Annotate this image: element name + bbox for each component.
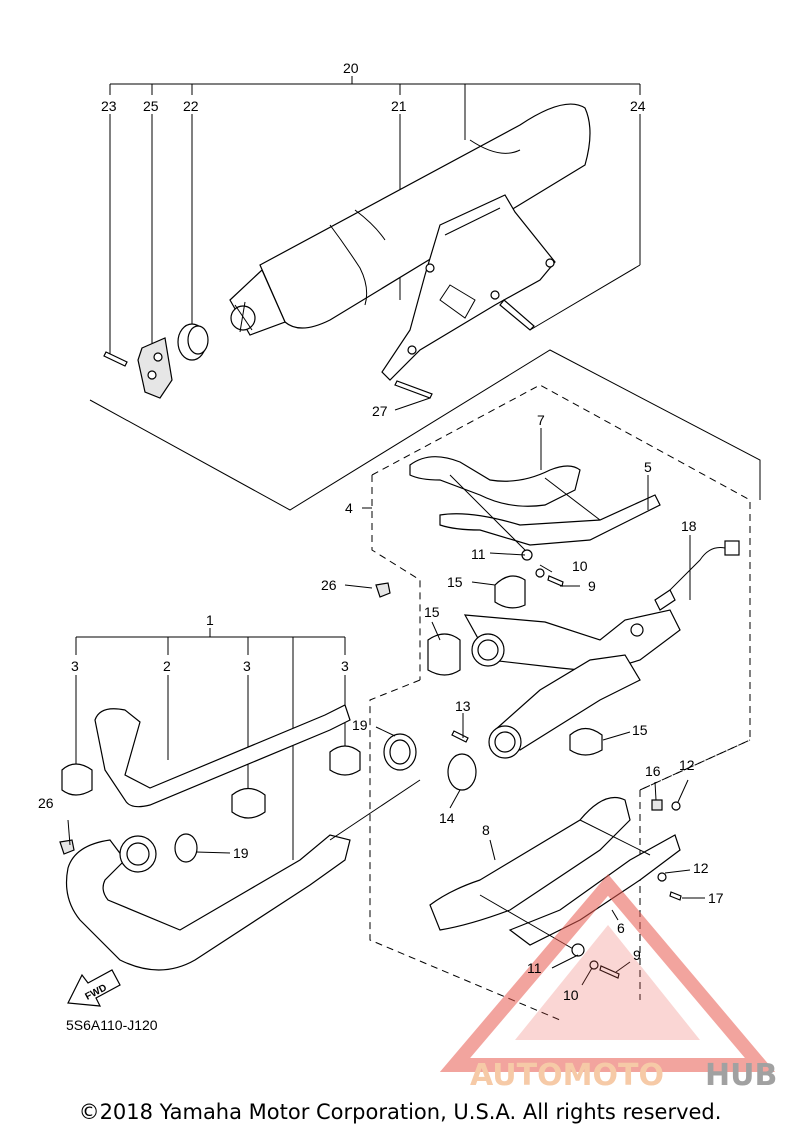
muffler-assembly-group [89, 76, 761, 511]
heat-protector-upper [409, 456, 740, 611]
part-label-24: 24 [630, 98, 646, 114]
part-label-10-upper: 10 [572, 558, 588, 574]
part-label-6: 6 [617, 920, 625, 936]
part-label-3-a: 3 [71, 658, 79, 674]
part-label-21: 21 [391, 98, 407, 114]
part-label-26-middle: 26 [321, 577, 337, 593]
part-label-5: 5 [644, 459, 652, 475]
part-label-27: 27 [372, 403, 388, 419]
part-label-4: 4 [345, 500, 353, 516]
part-label-15-a: 15 [447, 574, 463, 590]
dashed-subassembly-boxes [369, 384, 751, 1021]
part-label-3-c: 3 [341, 658, 349, 674]
part-label-3-b: 3 [243, 658, 251, 674]
part-label-11-lower: 11 [527, 960, 542, 976]
watermark-auto-text: AUTOMOTO [470, 1058, 664, 1093]
part-label-9-lower: 9 [633, 947, 641, 963]
exhaust-pipe-front [375, 575, 681, 791]
part-label-9-upper: 9 [588, 578, 596, 594]
part-label-19-middle: 19 [352, 717, 368, 733]
part-label-22: 22 [183, 98, 199, 114]
part-label-18: 18 [681, 518, 697, 534]
part-label-26-lower: 26 [38, 795, 54, 811]
fwd-arrow-icon: FWD [67, 969, 121, 1007]
part-label-10-lower: 10 [563, 987, 579, 1003]
part-label-12-b: 12 [693, 860, 709, 876]
part-label-1: 1 [206, 612, 214, 628]
exhaust-pipe-rear-group [59, 628, 361, 971]
part-label-12-a: 12 [679, 757, 695, 773]
part-label-17: 17 [708, 890, 724, 906]
part-label-2: 2 [163, 658, 171, 674]
part-label-15-b: 15 [424, 604, 440, 620]
part-label-19-lower: 19 [233, 845, 249, 861]
automotohub-watermark: AUTOMOTO HUB [439, 874, 777, 1093]
part-label-11-upper: 11 [471, 546, 486, 562]
diagram-code: 5S6A110-J120 [66, 1017, 158, 1033]
part-label-16: 16 [645, 763, 661, 779]
leader-lines [67, 428, 705, 986]
part-label-23: 23 [101, 98, 117, 114]
watermark-hub-text: HUB [705, 1058, 777, 1093]
part-label-13: 13 [455, 698, 471, 714]
part-label-15-c: 15 [632, 722, 648, 738]
part-label-25: 25 [143, 98, 159, 114]
part-label-14: 14 [439, 810, 455, 826]
part-labels: 20 23 25 22 21 24 27 7 5 4 18 11 10 9 26… [38, 60, 724, 1033]
part-label-7: 7 [537, 412, 545, 428]
part-label-8: 8 [482, 822, 490, 838]
part-label-20: 20 [343, 60, 359, 76]
copyright-notice: ©2018 Yamaha Motor Corporation, U.S.A. A… [78, 1100, 722, 1124]
